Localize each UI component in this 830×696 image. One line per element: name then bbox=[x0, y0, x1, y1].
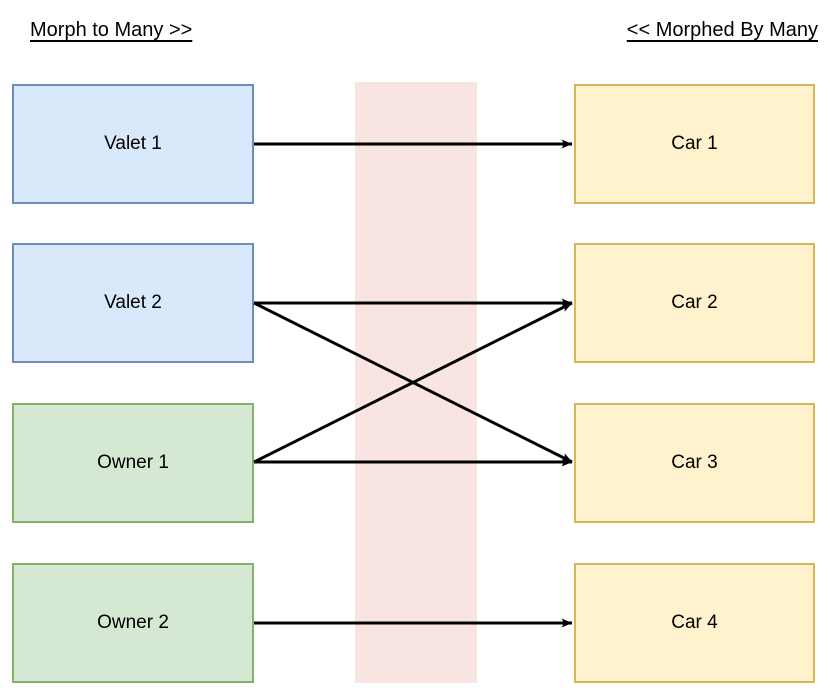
polymorphic-pivot-band bbox=[355, 82, 477, 683]
node-label: Owner 2 bbox=[97, 612, 169, 633]
node-valet-1[interactable]: Valet 1 bbox=[12, 84, 254, 204]
node-label: Car 1 bbox=[671, 133, 718, 154]
node-car-4[interactable]: Car 4 bbox=[574, 563, 815, 683]
node-label: Car 2 bbox=[671, 292, 718, 313]
header-morphed-by-many: << Morphed By Many bbox=[626, 19, 818, 41]
header-morph-to-many: Morph to Many >> bbox=[30, 19, 193, 41]
node-label: Valet 1 bbox=[104, 133, 162, 154]
node-label: Owner 1 bbox=[97, 452, 169, 473]
node-label: Car 3 bbox=[671, 452, 718, 473]
node-owner-1[interactable]: Owner 1 bbox=[12, 403, 254, 523]
node-car-2[interactable]: Car 2 bbox=[574, 243, 815, 363]
node-owner-2[interactable]: Owner 2 bbox=[12, 563, 254, 683]
node-car-1[interactable]: Car 1 bbox=[574, 84, 815, 204]
node-label: Car 4 bbox=[671, 612, 718, 633]
node-valet-2[interactable]: Valet 2 bbox=[12, 243, 254, 363]
node-car-3[interactable]: Car 3 bbox=[574, 403, 815, 523]
node-label: Valet 2 bbox=[104, 292, 162, 313]
